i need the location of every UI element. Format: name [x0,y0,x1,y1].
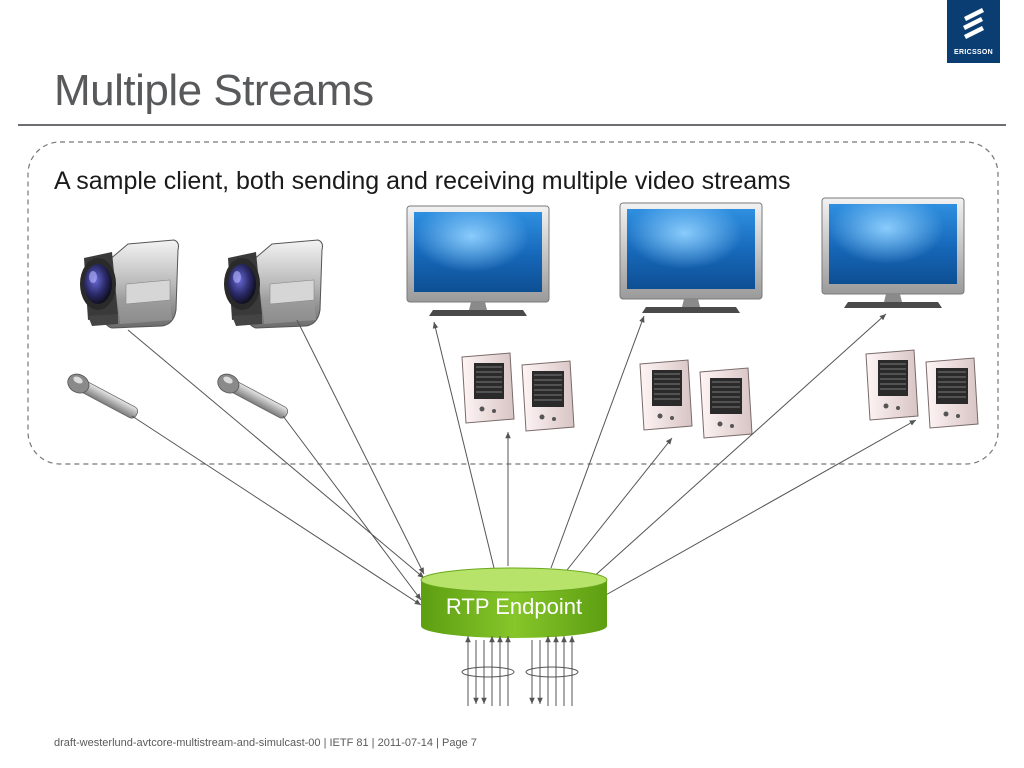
speakers-icon [639,359,753,439]
page-title: Multiple Streams [54,66,374,115]
microphone-icon [217,373,289,419]
arrow-endpoint-to-monitor2 [550,315,645,569]
arrow-endpoint-to-speakers3 [603,419,917,597]
speakers-icon [865,349,979,429]
microphone-icon [67,373,139,419]
ericsson-logo-icon [963,8,984,39]
stream-bundle-ring-1 [461,666,515,678]
rtp-endpoint-label: RTP Endpoint [445,594,583,619]
network-arrows [461,636,579,706]
arrow-endpoint-to-speakers2 [566,437,673,571]
arrow-camera2-to-endpoint [296,319,425,575]
monitor-icon [619,202,763,313]
monitor-icon [821,197,965,308]
rtp-endpoint [420,567,608,638]
ericsson-logo: ERICSSON [947,0,1000,63]
arrow-mic2-to-endpoint [282,415,422,601]
stream-arrows [127,313,917,606]
slide-subtitle: A sample client, both sending and receiv… [54,167,791,195]
video-camera-icon [80,239,179,329]
monitor-icon [406,205,550,316]
arrow-camera1-to-endpoint [127,329,425,579]
logo-text: ERICSSON [954,49,993,56]
speakers-icon [461,352,575,432]
client-boundary [27,141,999,465]
stream-bundle-ring-2 [525,666,579,678]
title-divider [18,124,1006,126]
arrow-mic1-to-endpoint [131,415,422,606]
arrow-endpoint-to-monitor3 [589,313,887,581]
slide-footer: draft-westerlund-avtcore-multistream-and… [54,737,477,749]
video-camera-icon [224,239,323,329]
arrow-endpoint-to-monitor1 [432,321,495,569]
